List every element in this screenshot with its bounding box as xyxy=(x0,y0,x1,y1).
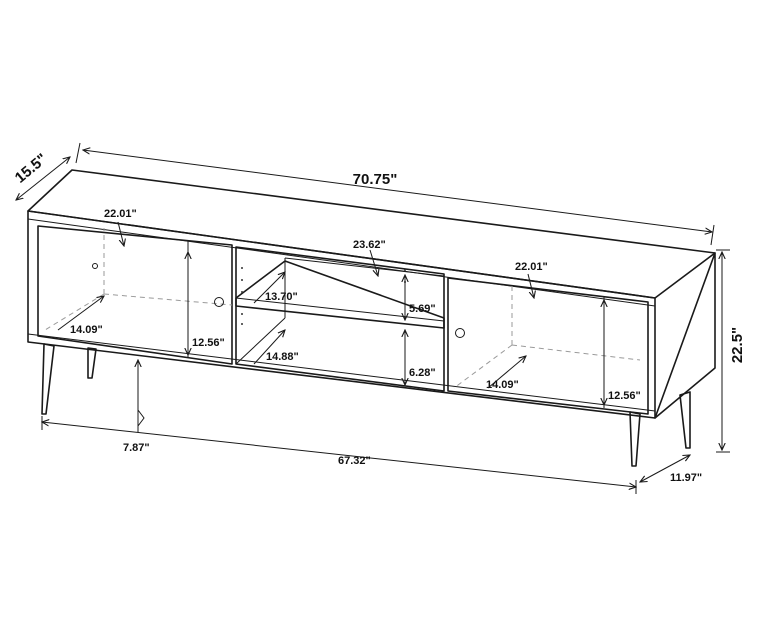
leg-depth-label: 11.97" xyxy=(670,472,702,484)
left-door-width-label: 22.01" xyxy=(104,208,137,220)
leg-height-label: 7.87" xyxy=(123,442,150,454)
right-door-depth-label: 14.09" xyxy=(486,379,519,391)
dimension-labels: 70.75" 15.5" 22.5" 22.01" 14.09" 12.56" … xyxy=(12,150,746,484)
center-width-label: 23.62" xyxy=(353,239,386,251)
center-upper-height-label: 5.69" xyxy=(409,303,436,315)
center-lower-height-label: 6.28" xyxy=(409,367,436,379)
center-upper-depth-label: 13.70" xyxy=(265,291,298,303)
overall-height-label: 22.5" xyxy=(729,327,746,363)
right-door-knob-icon xyxy=(455,328,465,338)
left-door-height-label: 12.56" xyxy=(192,337,225,349)
right-door-height-label: 12.56" xyxy=(608,390,641,402)
leg-span-label: 67.32" xyxy=(338,455,371,467)
right-door-width-label: 22.01" xyxy=(515,261,548,273)
left-door-depth-label: 14.09" xyxy=(70,324,103,336)
left-door-knob-icon xyxy=(214,297,224,307)
center-lower-depth-label: 14.88" xyxy=(266,351,299,363)
dimension-lines xyxy=(16,142,730,494)
overall-width-label: 70.75" xyxy=(353,171,398,188)
depth-label: 15.5" xyxy=(12,150,51,186)
